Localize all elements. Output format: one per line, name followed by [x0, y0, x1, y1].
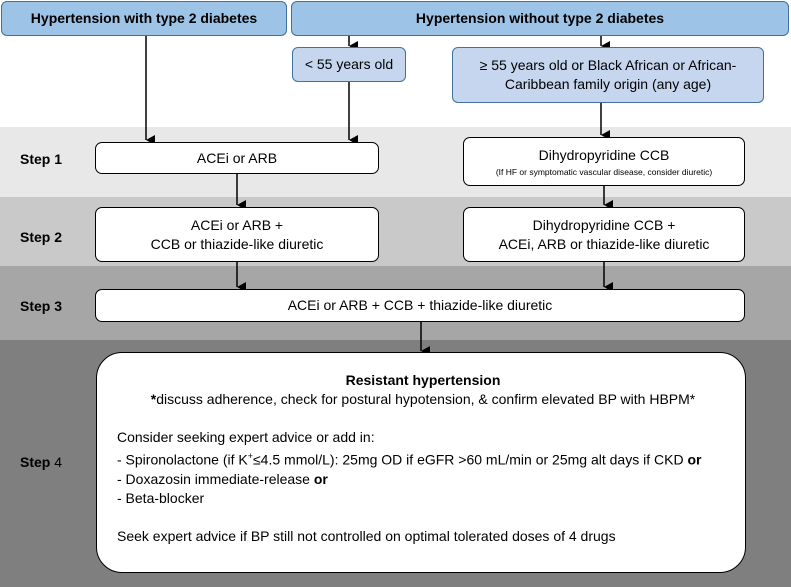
step2-label: Step 2: [20, 229, 63, 245]
resistant-hypertension-box: Resistant hypertension *discuss adherenc…: [96, 352, 746, 573]
consider-text: Consider seeking expert advice or add in…: [117, 429, 375, 445]
age-over-55-line1: ≥ 55 years old or Black African or Afric…: [479, 57, 737, 73]
spironolactone-item: - Spironolactone (if K+≤4.5 mmol/L): 25m…: [117, 447, 729, 470]
potassium-superscript: +: [247, 451, 253, 461]
seek-expert-text: Seek expert advice if BP still not contr…: [117, 527, 616, 544]
doxazosin-or: or: [313, 470, 328, 487]
step4-label-number: 4: [54, 454, 63, 470]
resistant-subtitle: *discuss adherence, check for postural h…: [117, 390, 729, 409]
step1-right-box: Dihydropyridine CCB (If HF or symptomati…: [463, 137, 745, 186]
doxazosin-item: - Doxazosin immediate-release or: [117, 470, 729, 489]
age-over-55-box: ≥ 55 years old or Black African or Afric…: [452, 47, 764, 103]
beta-blocker-item: - Beta-blocker: [117, 489, 205, 506]
spironolactone-text-a: - Spironolactone (if K: [117, 451, 248, 468]
step1-left-box: ACEi or ARB: [95, 142, 379, 174]
step2-left-line2: CCB or thiazide-like diuretic: [150, 235, 324, 252]
step3-label: Step 3: [20, 298, 63, 314]
resistant-subtitle-star: *: [150, 391, 157, 407]
step1-label: Step 1: [20, 151, 63, 167]
header-without-diabetes: Hypertension without type 2 diabetes: [291, 1, 789, 36]
header-with-diabetes: Hypertension with type 2 diabetes: [1, 1, 287, 36]
doxazosin-text: - Doxazosin immediate-release: [117, 470, 314, 487]
age-over-55-line2: Caribbean family origin (any age): [504, 76, 712, 92]
step1-right-title: Dihydropyridine CCB: [538, 146, 670, 163]
age-under-55-box: < 55 years old: [292, 47, 406, 82]
spironolactone-or: or: [687, 451, 702, 468]
step2-right-line2: ACEi, ARB or thiazide-like diuretic: [498, 235, 710, 252]
step2-left-line1: ACEi or ARB +: [190, 216, 284, 233]
step1-right-note: (If HF or symptomatic vascular disease, …: [495, 166, 713, 177]
resistant-subtitle-text: discuss adherence, check for postural hy…: [156, 391, 696, 407]
step4-label-word: Step: [20, 454, 55, 470]
spironolactone-text-b: ≤4.5 mmol/L): 25mg OD if eGFR >60 mL/min…: [253, 451, 688, 468]
step4-label: Step 4: [20, 454, 62, 470]
step2-right-line1: Dihydropyridine CCB +: [532, 216, 676, 233]
step2-right-box: Dihydropyridine CCB + ACEi, ARB or thiaz…: [463, 207, 745, 262]
step3-box: ACEi or ARB + CCB + thiazide-like diuret…: [95, 289, 745, 322]
resistant-title: Resistant hypertension: [345, 372, 501, 388]
step2-left-box: ACEi or ARB + CCB or thiazide-like diure…: [95, 207, 379, 262]
